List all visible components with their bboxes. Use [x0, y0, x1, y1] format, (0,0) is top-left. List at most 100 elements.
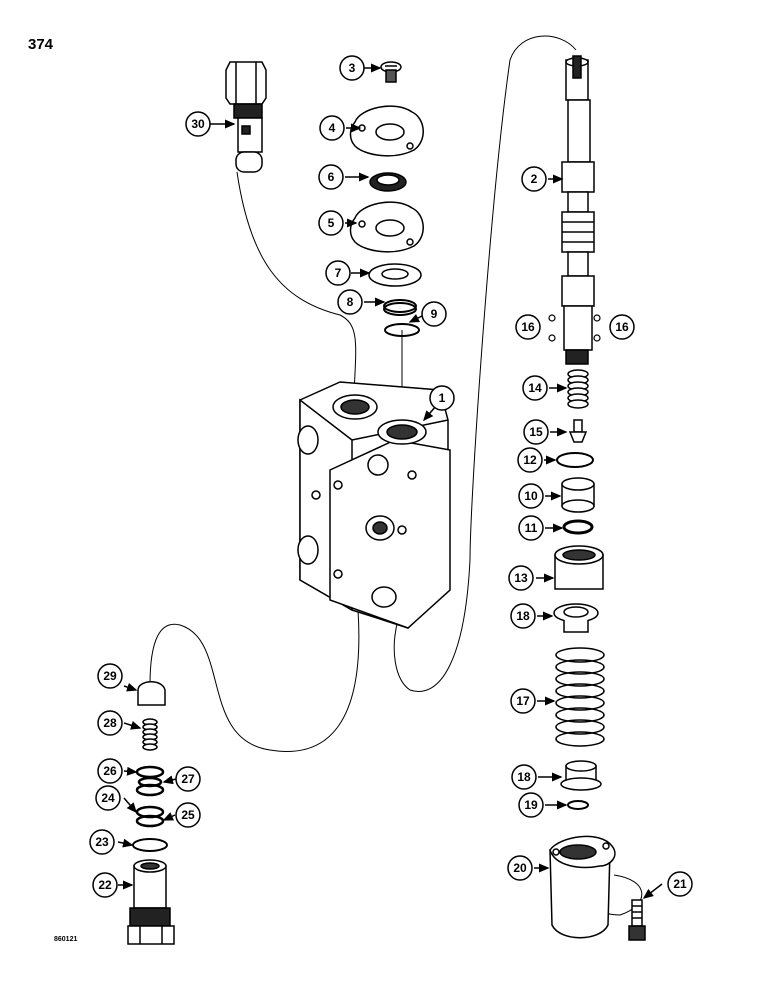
callout-circle	[175, 802, 201, 828]
callout-label: 28	[103, 716, 117, 730]
rings-26-27	[135, 765, 165, 797]
callout-22: 22	[92, 872, 118, 898]
callout-20: 20	[507, 855, 533, 881]
callout-label: 12	[523, 453, 537, 467]
callout-circle	[510, 603, 536, 629]
callout-8: 8	[337, 289, 363, 315]
callout-14: 14	[522, 375, 548, 401]
callout-label: 29	[103, 669, 117, 683]
callout-11: 11	[518, 515, 544, 541]
callout-circle	[518, 792, 544, 818]
callout-5: 5	[318, 210, 344, 236]
callout-label: 16	[521, 320, 535, 334]
callout-30: 30	[185, 111, 211, 137]
callout-circle	[421, 301, 447, 327]
callout-circle	[339, 55, 365, 81]
callout-circle	[518, 515, 544, 541]
callout-7: 7	[325, 260, 351, 286]
callout-16: 16	[515, 314, 541, 340]
callout-label: 24	[101, 791, 115, 805]
callout-29: 29	[97, 663, 123, 689]
relief-valve-cartridge-30	[225, 61, 267, 173]
rings-24-25	[135, 805, 165, 828]
o-ring-9	[384, 323, 420, 337]
line-spool-to-body	[393, 35, 577, 692]
drawing-number: 860121	[54, 936, 78, 943]
callout-circle	[337, 289, 363, 315]
callout-27: 27	[175, 766, 201, 792]
spring-28	[142, 718, 158, 751]
callout-label: 25	[181, 808, 195, 822]
stop-bolt-15	[568, 419, 588, 443]
callout-21: 21	[667, 871, 693, 897]
callout-circle	[97, 663, 123, 689]
callout-10: 10	[518, 483, 544, 509]
callout-3: 3	[339, 55, 365, 81]
spring-seat-18-upper	[553, 603, 599, 633]
callout-4: 4	[319, 115, 345, 141]
callout-label: 7	[335, 266, 342, 280]
callout-circle	[89, 829, 115, 855]
page-number: 374	[28, 36, 54, 53]
callout-18: 18	[510, 603, 536, 629]
callout-circle	[318, 164, 344, 190]
callout-label: 11	[525, 521, 538, 535]
valve-body-1	[297, 381, 451, 629]
callout-circle	[507, 855, 533, 881]
callout-label: 16	[615, 320, 629, 334]
callout-2: 2	[521, 166, 547, 192]
callout-26: 26	[97, 758, 123, 784]
callout-circle	[518, 483, 544, 509]
callout-circle	[429, 385, 455, 411]
callout-circle	[522, 375, 548, 401]
callout-circle	[511, 764, 537, 790]
callout-label: 3	[349, 61, 356, 75]
callout-label: 21	[673, 877, 687, 891]
callout-label: 6	[328, 170, 335, 184]
callout-circle	[95, 785, 121, 811]
callout-12: 12	[517, 447, 543, 473]
callout-label: 2	[531, 172, 538, 186]
ring-8	[383, 299, 417, 316]
callout-circle	[185, 111, 211, 137]
callout-label: 17	[516, 694, 530, 708]
callout-label: 23	[95, 835, 109, 849]
callout-label: 27	[181, 772, 195, 786]
callout-circle	[97, 710, 123, 736]
callout-17: 17	[510, 688, 536, 714]
callout-circle	[609, 314, 635, 340]
callout-circle	[517, 447, 543, 473]
assembly-lines	[149, 35, 643, 916]
o-ring-23	[132, 838, 168, 852]
callout-6: 6	[318, 164, 344, 190]
callouts	[117, 63, 663, 899]
callout-circle	[667, 871, 693, 897]
callout-label: 22	[98, 878, 112, 892]
flange-plate-4	[349, 105, 424, 157]
bushing-10	[561, 477, 595, 513]
cap-13	[554, 545, 604, 590]
line-body-to-29	[149, 609, 360, 752]
callout-circle	[508, 565, 534, 591]
callout-circle	[515, 314, 541, 340]
callout-24: 24	[95, 785, 121, 811]
callout-circle	[325, 260, 351, 286]
callout-label: 9	[431, 307, 438, 321]
screw-3	[380, 61, 402, 83]
callout-circle	[175, 766, 201, 792]
check-valve-seat-22	[127, 859, 175, 945]
callout-25: 25	[175, 802, 201, 828]
callout-circle	[318, 210, 344, 236]
callout-label: 1	[439, 391, 446, 405]
callout-15: 15	[523, 419, 549, 445]
callout-19: 19	[518, 792, 544, 818]
poppet-29	[137, 681, 166, 706]
callout-label: 26	[103, 764, 117, 778]
callout-circle	[92, 872, 118, 898]
callout-28: 28	[97, 710, 123, 736]
spool-2	[561, 55, 595, 365]
callout-23: 23	[89, 829, 115, 855]
detent-balls-16	[548, 314, 601, 342]
